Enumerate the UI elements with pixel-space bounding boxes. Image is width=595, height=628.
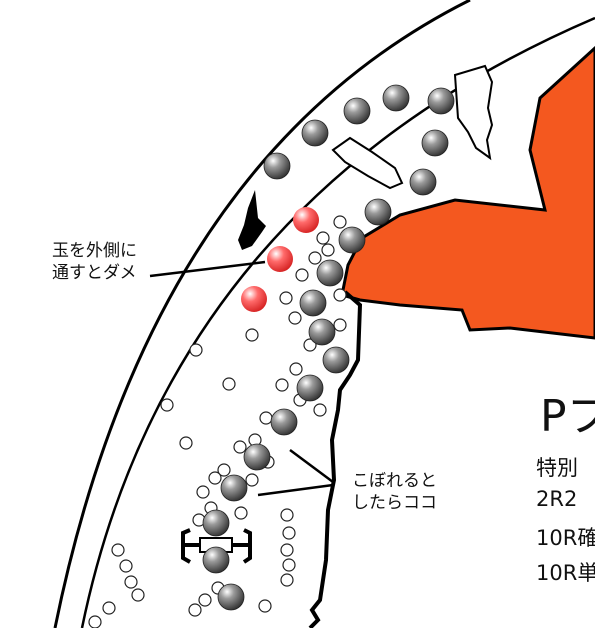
gray-ball [301, 119, 329, 147]
pointer-line-left [149, 260, 266, 278]
pointer-line-right-b [257, 483, 334, 497]
nail-pin [280, 573, 294, 587]
gray-ball [270, 408, 298, 436]
nail-pin [275, 378, 289, 392]
gray-ball [202, 509, 230, 537]
spec-line-1: 特別 [536, 456, 578, 480]
red-ball [293, 207, 319, 233]
nail-pin [333, 288, 347, 302]
nail-pin [160, 398, 174, 412]
nail-pin [333, 215, 347, 229]
nail-pin [217, 463, 231, 477]
nail-pin [88, 615, 102, 628]
note-right-line2: したらココ [352, 493, 437, 513]
gray-ball [421, 129, 449, 157]
nail-pin [124, 575, 138, 589]
nail-pin [288, 311, 302, 325]
outer-rail [53, 0, 471, 628]
nail-pin [119, 559, 133, 573]
red-ball [267, 246, 293, 272]
gray-ball [202, 546, 230, 574]
nail-pin [282, 558, 296, 572]
nail-pin [245, 473, 259, 487]
nail-pin [289, 362, 303, 376]
nail-pin [179, 436, 193, 450]
divider-line [308, 290, 363, 628]
red-ball [241, 286, 267, 312]
nail-pin [111, 543, 125, 557]
nail-pin [189, 343, 203, 357]
center-orange-area [340, 45, 595, 340]
machine-title: Pフ [540, 391, 595, 442]
gray-ball [220, 474, 248, 502]
nail-pin [222, 377, 236, 391]
spec-line-3: 10R確 [536, 526, 595, 550]
gray-ball [364, 198, 392, 226]
note-right-line1: こぼれると [352, 471, 437, 491]
nail-pin [280, 543, 294, 557]
outline-shape-top [453, 64, 494, 161]
gray-ball [382, 84, 410, 112]
black-marker [238, 190, 266, 250]
nail-pin [188, 603, 202, 617]
nail-pin [259, 411, 273, 425]
nail-pin [196, 485, 210, 499]
note-left-line2: 通すとダメ [52, 263, 137, 283]
nail-pin [233, 440, 247, 454]
ball-group [202, 84, 455, 611]
nail-pin [333, 318, 347, 332]
nail-pin [303, 338, 317, 352]
gray-ball [296, 374, 324, 402]
nail-pin [282, 526, 296, 540]
gray-ball [427, 87, 455, 115]
nail-pin [308, 251, 322, 265]
nail-pin [131, 588, 145, 602]
bracket-shape [181, 528, 252, 564]
gray-ball [409, 168, 437, 196]
nail-pin [279, 291, 293, 305]
pointer-line-right-a [289, 448, 334, 484]
note-left-line1: 玉を外側に [52, 241, 137, 261]
nail-pins [88, 215, 347, 628]
spec-line-2: 2R2 [536, 487, 578, 511]
nail-pin [321, 243, 335, 257]
gray-ball [299, 289, 327, 317]
nail-pin [245, 328, 259, 342]
gray-ball [343, 97, 371, 125]
nail-pin [198, 593, 212, 607]
nail-pin [234, 506, 248, 520]
gray-ball [322, 346, 350, 374]
nail-pin [258, 599, 272, 613]
outline-shape-mid [331, 136, 404, 190]
gray-ball [338, 226, 366, 254]
gray-ball [243, 443, 271, 471]
gray-ball [263, 152, 291, 180]
gray-ball [316, 259, 344, 287]
nail-pin [313, 403, 327, 417]
nail-pin [102, 601, 116, 615]
spec-line-4: 10R単 [536, 561, 595, 585]
nail-pin [280, 508, 294, 522]
nail-pin [208, 471, 222, 485]
gray-ball [217, 583, 245, 611]
gray-ball [308, 318, 336, 346]
nail-pin [295, 268, 309, 282]
nail-pin [316, 231, 330, 245]
